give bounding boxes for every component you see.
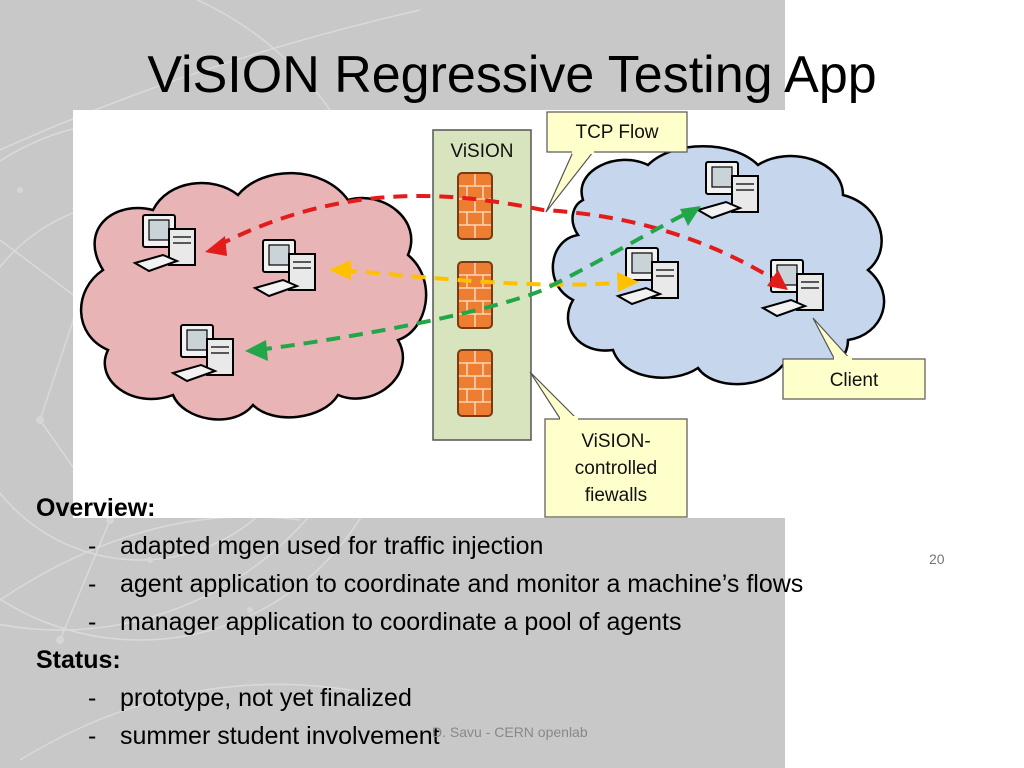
network-diagram: ViSION TCP Flow Client ViSION- controlle…: [79, 111, 926, 518]
firewall-icon: [457, 261, 493, 329]
list-item: -agent application to coordinate and mon…: [88, 570, 803, 599]
red-arrow-left-icon: [205, 236, 227, 256]
red-tcp-flow: [212, 193, 785, 287]
bullet-marker: -: [88, 532, 97, 560]
footer-text: D. Savu - CERN openlab: [432, 724, 588, 740]
list-item-text: summer student involvement: [120, 722, 440, 750]
firewalls-label-line: ViSION-: [581, 431, 650, 452]
list-item-text: agent application to coordinate and moni…: [120, 570, 804, 598]
orange-arrow-right-icon: [617, 272, 639, 292]
bullet-marker: -: [88, 722, 97, 750]
vision-label: ViSION: [450, 141, 513, 162]
firewalls-label-line: fiewalls: [585, 485, 647, 506]
green-arrow-left-icon: [245, 340, 268, 361]
overview-heading: Overview:: [36, 494, 156, 522]
firewalls-label-line: controlled: [575, 458, 657, 479]
list-item-text: prototype, not yet finalized: [120, 684, 412, 712]
firewalls-callout-pointer: [529, 371, 580, 421]
list-item: -prototype, not yet finalized: [88, 684, 412, 713]
client-label: Client: [830, 370, 879, 391]
list-item-text: manager application to coordinate a pool…: [120, 608, 682, 636]
bullet-marker: -: [88, 608, 97, 636]
list-item: -adapted mgen used for traffic injection: [88, 532, 543, 561]
client-callout: [782, 358, 926, 400]
page-number: 20: [929, 551, 945, 567]
left-network-cloud: [79, 171, 428, 421]
firewall-icon: [457, 172, 493, 240]
bullet-marker: -: [88, 684, 97, 712]
firewalls-callout: [544, 418, 688, 518]
status-heading: Status:: [36, 646, 121, 674]
red-arrow-right-icon: [767, 270, 788, 290]
firewall-icon: [457, 349, 493, 417]
tcp-flow-label: TCP Flow: [575, 122, 658, 143]
bullet-marker: -: [88, 570, 97, 598]
orange-tcp-flow: [342, 268, 629, 287]
orange-arrow-left-icon: [329, 260, 351, 280]
list-item-text: adapted mgen used for traffic injection: [120, 532, 544, 560]
list-item: -summer student involvement: [88, 722, 440, 751]
slide-title: ViSION Regressive Testing App: [147, 46, 877, 104]
list-item: -manager application to coordinate a poo…: [88, 608, 682, 637]
green-arrow-right-icon: [680, 206, 701, 226]
green-tcp-flow: [257, 208, 694, 352]
tcp-flow-callout: [546, 111, 688, 153]
